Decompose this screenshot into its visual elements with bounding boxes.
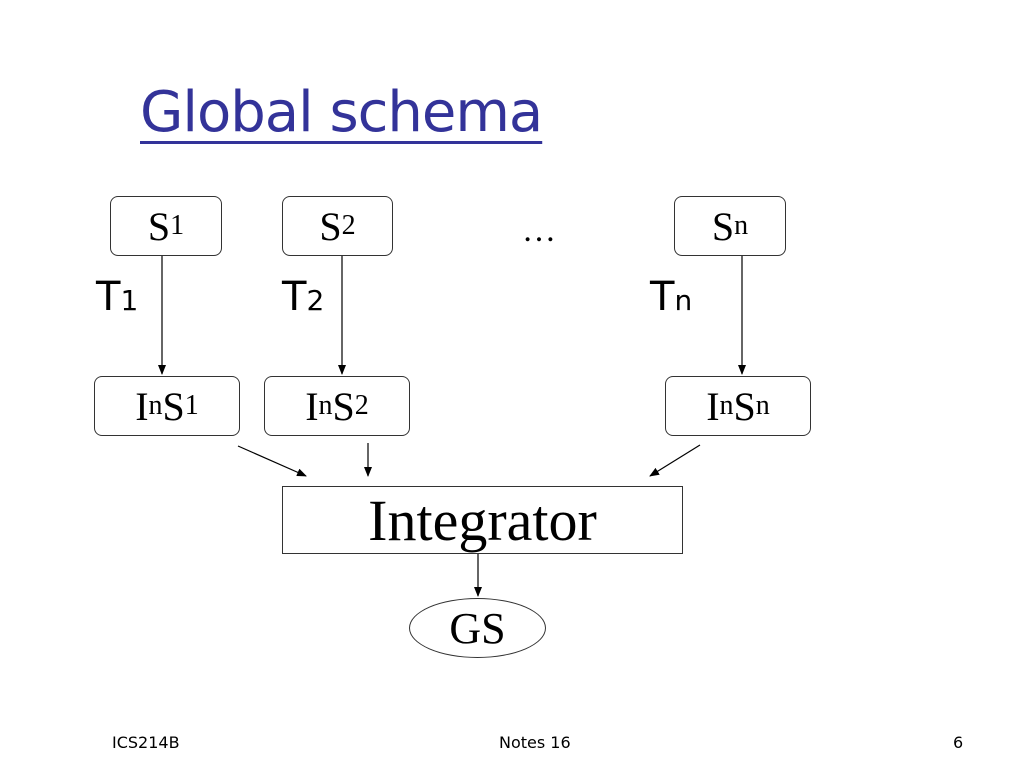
source-label-n: S: [711, 203, 735, 249]
integrated-source-part-d-n: n: [755, 390, 770, 421]
integrator-label: Integrator: [368, 487, 597, 553]
source-label-1: S: [147, 203, 171, 249]
transform-base-1: T: [96, 274, 121, 320]
source-label-2: S: [319, 203, 342, 249]
transform-label-2: T2: [282, 274, 324, 320]
transform-subscript-1: 1: [120, 284, 139, 317]
transform-label-n: Tn: [650, 274, 692, 320]
source-subscript-2: 2: [341, 210, 356, 241]
arrow-insn-to-integrator: [649, 444, 701, 477]
global-schema-node: GS: [409, 598, 546, 658]
global-schema-label: GS: [449, 603, 506, 653]
footer-page-number: 6: [953, 733, 964, 752]
ellipsis: …: [522, 212, 556, 249]
transform-base-2: T: [282, 274, 307, 320]
transform-base-n: T: [650, 274, 675, 320]
integrated-source-part-b-2: n: [318, 390, 333, 421]
source-subscript-1: 1: [170, 210, 185, 241]
integrated-source-part-b-n: n: [719, 390, 734, 421]
integrated-source-part-c-2: S: [332, 383, 355, 429]
integrated-source-part-a-1: I: [135, 383, 149, 429]
transform-label-1: T1: [96, 274, 138, 320]
integrated-source-part-d-2: 2: [354, 390, 369, 421]
integrated-source-part-b-1: n: [148, 390, 163, 421]
integrated-source-part-c-n: S: [733, 383, 756, 429]
integrated-source-part-a-2: I: [305, 383, 319, 429]
transform-subscript-2: 2: [306, 284, 325, 317]
integrated-source-part-c-1: S: [162, 383, 185, 429]
transform-subscript-n: n: [674, 284, 693, 317]
footer-course: ICS214B: [112, 733, 180, 752]
integrator-box: Integrator: [282, 486, 683, 554]
footer-notes: Notes 16: [499, 733, 571, 752]
integrated-source-part-a-n: I: [706, 383, 720, 429]
arrow-ins1-to-integrator: [237, 445, 307, 477]
integrated-source-part-d-1: 1: [184, 390, 199, 421]
source-subscript-n: n: [734, 210, 749, 241]
slide-title: Global schema: [140, 80, 543, 145]
